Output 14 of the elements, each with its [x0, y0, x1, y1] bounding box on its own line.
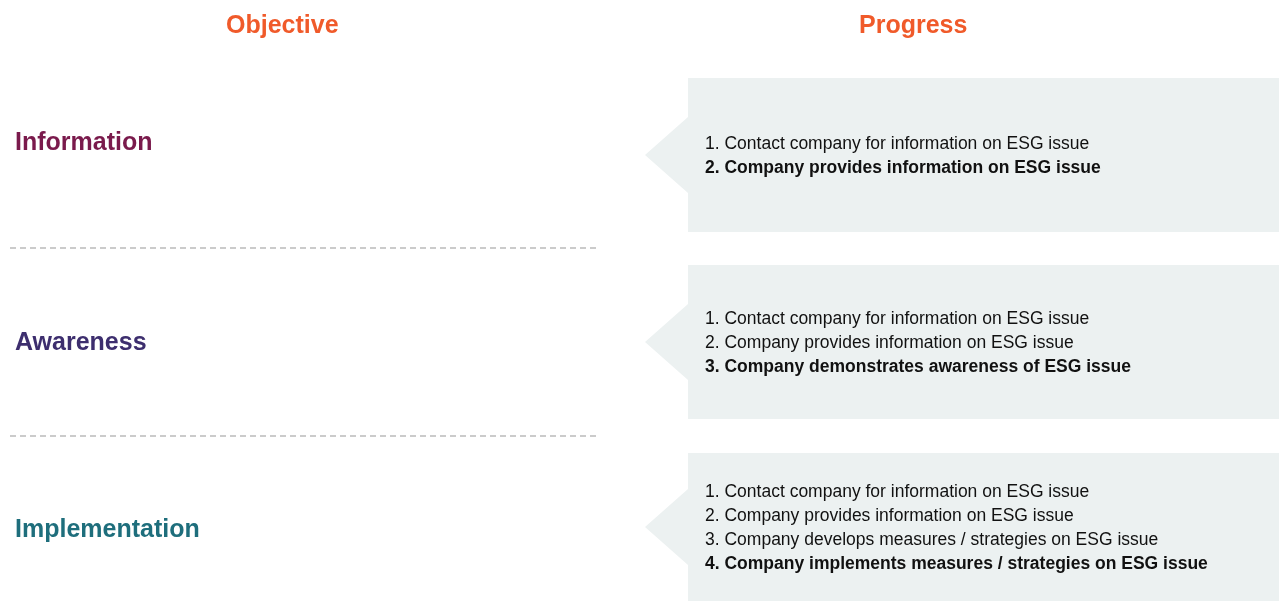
row-heading: Implementation: [15, 514, 200, 543]
list-item: 2. Company provides information on ESG issue: [705, 156, 1101, 179]
list-item: 1. Contact company for information on ESG issue: [705, 480, 1090, 503]
list-item: 4. Company implements measures / strategies on ESG issue: [705, 552, 1208, 575]
row-heading: Information: [15, 127, 153, 156]
list-item: 2. Company provides information on ESG issue: [705, 331, 1074, 354]
list-item: 1. Contact company for information on ESG issue: [705, 132, 1090, 155]
list-item: 3. Company develops measures / strategies on ESG issue: [705, 528, 1159, 551]
column-heading: Objective: [226, 10, 339, 39]
row-heading: Awareness: [15, 327, 147, 356]
column-heading: Progress: [859, 10, 968, 39]
list-item: 1. Contact company for information on ESG issue: [705, 307, 1090, 330]
list-item: 2. Company provides information on ESG issue: [705, 504, 1074, 527]
list-item: 3. Company demonstrates awareness of ESG issue: [705, 355, 1131, 378]
